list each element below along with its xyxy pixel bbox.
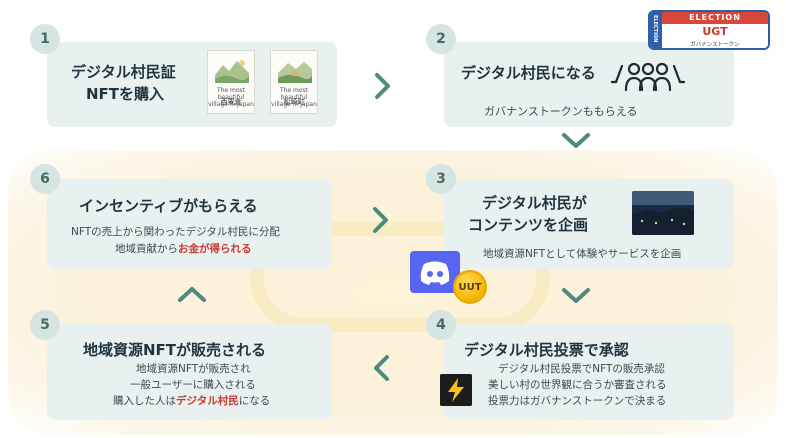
step-1-badge: 1	[30, 24, 60, 54]
election-card-side: ELECTION	[650, 12, 662, 48]
event-photo	[632, 191, 694, 235]
people-group-icon	[606, 60, 690, 94]
nft-landscape-art	[215, 57, 249, 83]
step-5-desc-line3-post: になる	[239, 395, 271, 407]
step-4-desc-line3: 投票力はガバナンストークンで決まる	[488, 393, 666, 409]
chevron-right-icon	[374, 72, 392, 100]
chevron-down-icon	[561, 132, 591, 150]
step-2-badge: 2	[426, 24, 456, 54]
step-5-desc-line3-pre: 購入した人は	[113, 395, 176, 407]
step-5-highlight: デジタル村民	[176, 395, 239, 407]
election-card-token: UGT	[662, 25, 768, 38]
step-1-title-line2: NFTを購入	[86, 84, 164, 105]
nft-card-2: The most beautiful village in Japan 松崎町	[270, 50, 318, 114]
step-4-badge: 4	[426, 310, 456, 340]
election-card: ELECTION ELECTION UGT ガバナンストークン	[648, 10, 770, 50]
nft-landscape-art	[278, 57, 312, 83]
chevron-up-icon	[177, 285, 207, 303]
step-3-desc: 地域資源NFTとして体験やサービスを企画	[483, 246, 681, 262]
step-3-title-line2: コンテンツを企画	[468, 215, 588, 236]
nft-card-1-name: 西粟倉	[208, 97, 254, 107]
step-6-badge: 6	[30, 164, 60, 194]
election-card-band: ELECTION	[662, 12, 768, 24]
step-5-desc-line1: 地域資源NFTが販売され	[136, 361, 251, 377]
step-6-desc-line2: 地域貢献からお金が得られる	[115, 241, 252, 257]
step-5-title: 地域資源NFTが販売される	[83, 340, 266, 361]
step-6-highlight: お金が得られる	[178, 243, 252, 255]
step-3-title-line1: デジタル村民が	[482, 193, 587, 214]
lightning-bolt-icon	[440, 374, 472, 406]
step-5-desc-line2: 一般ユーザーに購入される	[130, 377, 256, 393]
step-4-title: デジタル村民投票で承認	[464, 340, 629, 361]
step-5-desc-line3: 購入した人はデジタル村民になる	[113, 393, 270, 409]
step-5-badge: 5	[30, 310, 60, 340]
step-6-desc-line1: NFTの売上から関わったデジタル村民に分配	[71, 224, 280, 240]
chevron-down-icon	[561, 287, 591, 305]
chevron-right-icon	[372, 206, 390, 234]
step-3-badge: 3	[426, 164, 456, 194]
step-4-desc-line2: 美しい村の世界観に合うか審査される	[488, 377, 667, 393]
nft-card-2-name: 松崎町	[271, 97, 317, 107]
step-6-title: インセンティブがもらえる	[79, 196, 258, 217]
nft-card-1: The most beautiful village in Japan 西粟倉	[207, 50, 255, 114]
step-2-title: デジタル村民になる	[461, 63, 596, 84]
step-2-desc: ガバナンストークンももらえる	[484, 103, 637, 120]
uut-coin: UUT	[453, 270, 487, 304]
step-4-desc-line1: デジタル村民投票でNFTの販売承認	[498, 361, 665, 377]
step-6-desc-line2-text: 地域貢献から	[115, 243, 178, 255]
chevron-left-icon	[372, 354, 390, 382]
step-1-title-line1: デジタル村民証	[71, 62, 176, 83]
election-card-sub: ガバナンストークン	[662, 40, 768, 48]
